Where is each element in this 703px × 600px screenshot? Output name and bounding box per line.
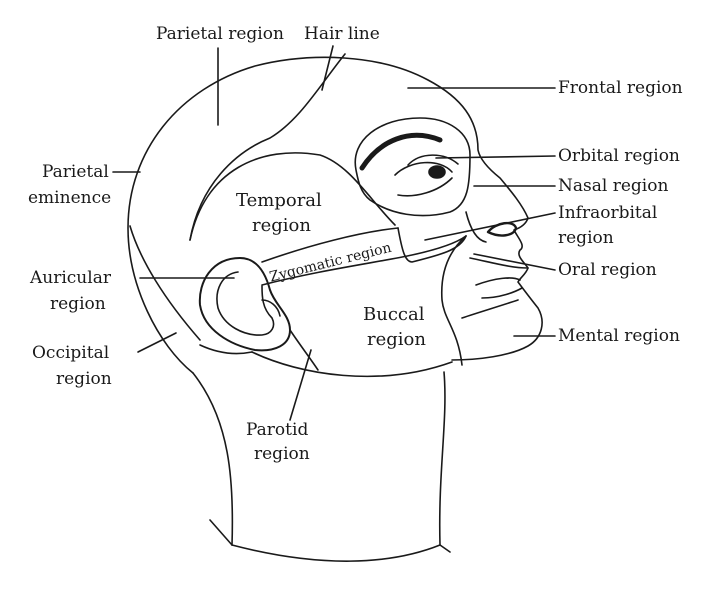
parietal-boundary xyxy=(129,225,201,341)
jaw-line xyxy=(251,351,453,378)
ear-tragus xyxy=(261,299,281,317)
orbital-ring xyxy=(354,117,471,217)
leader-hair-line xyxy=(321,45,334,91)
label-hair-line: Hair line xyxy=(304,24,380,44)
parotid-boundary xyxy=(289,329,319,371)
leader-parotid-region xyxy=(289,349,312,421)
head-outline xyxy=(127,56,543,374)
label-temporal-region-line1: Temporal xyxy=(236,190,322,211)
leader-oral-region xyxy=(473,253,556,271)
label-nasal-region: Nasal region xyxy=(558,176,669,196)
zygomatic-boundary xyxy=(261,235,467,286)
leader-infraorbital-region xyxy=(424,212,556,241)
label-mental-region: Mental region xyxy=(558,326,680,346)
label-frontal-region: Frontal region xyxy=(558,78,683,98)
parotid-posterior-boundary xyxy=(199,344,253,355)
label-occipital-region-line1: Occipital xyxy=(32,343,110,363)
nostril xyxy=(486,221,518,237)
ear-inner xyxy=(216,271,275,336)
label-buccal-region-line1: Buccal xyxy=(363,304,425,325)
label-buccal-region-line2: region xyxy=(367,329,426,350)
zygomatic-upper-boundary xyxy=(261,227,399,263)
infraorbital-lower-boundary xyxy=(397,227,467,263)
label-orbital-region: Orbital region xyxy=(558,146,680,166)
label-parotid-region-line2: region xyxy=(254,444,310,464)
temporal-boundary xyxy=(189,152,396,241)
leader-occipital-region xyxy=(137,332,177,353)
mental-boundary xyxy=(461,299,519,319)
neck-collar-left xyxy=(231,544,441,562)
label-oral-region: Oral region xyxy=(558,260,657,280)
upper-lip xyxy=(469,257,529,269)
label-occipital-region-line2: region xyxy=(56,369,112,389)
buccal-boundary xyxy=(440,235,467,366)
neck-back-outline xyxy=(192,372,234,546)
ear-outer xyxy=(198,257,291,352)
eye-iris xyxy=(428,165,446,179)
label-parietal-eminence-line1: Parietal xyxy=(42,162,109,182)
lower-lip xyxy=(481,287,523,299)
label-auricular-region-line1: Auricular xyxy=(30,268,111,288)
label-infraorbital-region-line2: region xyxy=(558,228,614,248)
hair-line-boundary xyxy=(189,53,346,241)
label-parotid-region-line1: Parotid xyxy=(246,420,309,440)
neck-front-outline xyxy=(438,371,446,546)
eyebrow xyxy=(359,132,443,171)
eye-upper-lid xyxy=(394,161,453,176)
label-auricular-region-line2: region xyxy=(50,294,106,314)
leader-orbital-region xyxy=(435,155,556,159)
eye-lower-lid xyxy=(397,177,453,197)
nose-wing xyxy=(465,211,487,243)
eye-fold xyxy=(407,154,459,166)
label-parietal-eminence-line2: eminence xyxy=(28,188,112,208)
shoulder-lines xyxy=(209,519,451,553)
label-parietal-region: Parietal region xyxy=(156,24,284,44)
lip-line xyxy=(475,277,521,286)
label-infraorbital-region-line1: Infraorbital xyxy=(558,203,658,223)
label-temporal-region-line2: region xyxy=(252,215,311,236)
